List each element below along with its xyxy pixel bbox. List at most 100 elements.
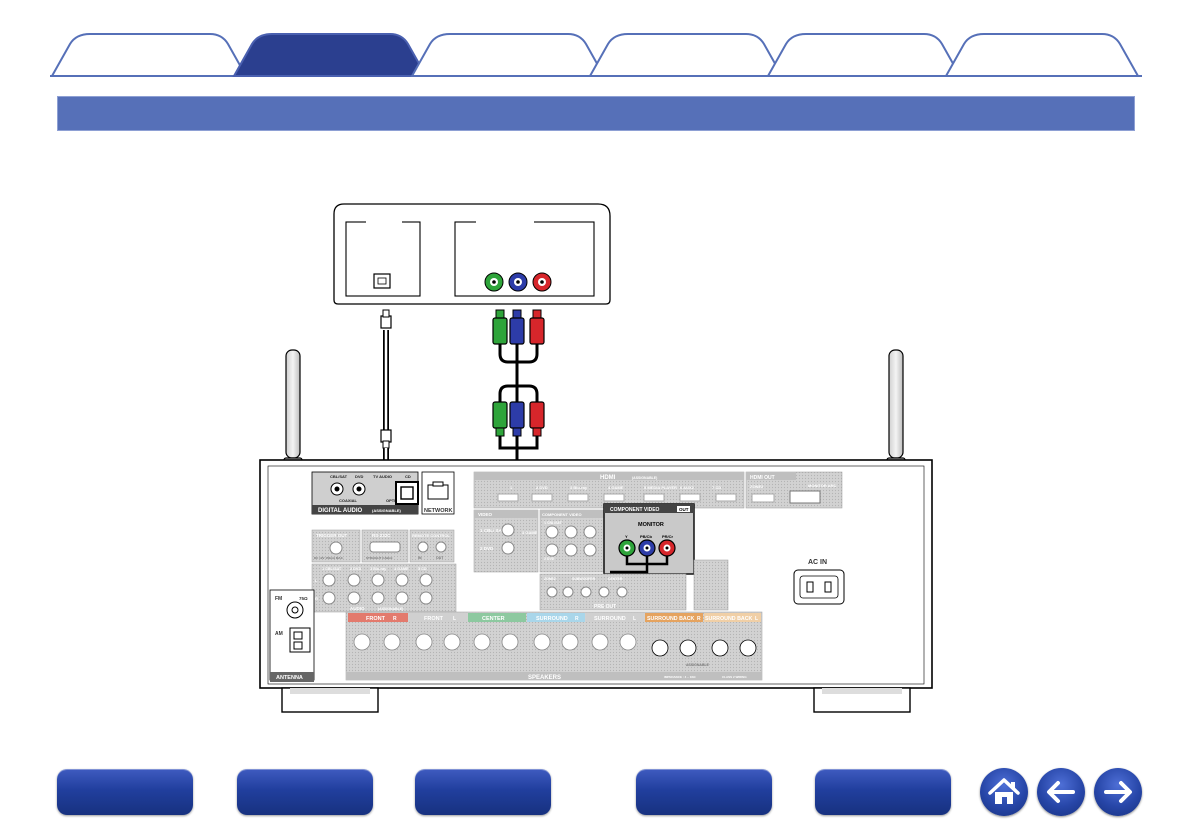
upper-plug-set [492,309,545,345]
hdmi-in-4-label: 4 GAME [608,485,624,490]
component-video-out-panel: COMPONENT VIDEO OUT MONITOR Y PB/Cb PR/C… [603,503,695,575]
speaker-surround-l-side: L [633,616,636,622]
hdmi-in-5-label: 5 MEDIA PLAYER [644,485,677,490]
forward-button[interactable] [1094,768,1142,816]
digital-audio-label: DIGITAL AUDIO [318,508,363,514]
video-input-panel: VIDEO 1 CBL/ SAT 2 DVD 3 GAME [473,509,539,573]
dig-in-tv-label: TV AUDIO [373,474,392,479]
jack-pr-label: PR/Cr [662,534,674,539]
tab-3[interactable] [420,34,596,76]
video-label: VIDEO [478,512,493,517]
hdmi-out-panel: HDMI OUT ZONE2 MONITOR ARC [745,471,843,509]
speakers-class2-label: CLASS 2 WIRING [722,675,747,679]
component-jack-green-icon [484,272,504,292]
hdmi-in-2-label: 2 DVD [536,485,548,490]
tab-2[interactable] [242,34,418,76]
speaker-surround-back-r-label: SURROUND BACK [647,616,695,622]
home-button[interactable] [980,768,1028,816]
tab-1[interactable] [60,34,238,76]
tab-5[interactable] [776,34,952,76]
preout-subwoofer-label: SUBWOOFER [572,577,596,581]
hdmi-in-7-label: 7 CD [712,485,721,490]
tab-bar-graphic [50,33,1142,77]
hdmi-panel: HDMI (ASSIGNABLE) 1 2 DVD 3 Blu-ray 4 GA… [473,471,745,509]
analog-audio-panel: 1 CBL/SAT 2 DVD 3 Blu-ray 4 GAME 5 CD L … [311,563,457,613]
speaker-surround-back-l-label: SURROUND BACK [705,616,753,622]
av-receiver: DIGITAL AUDIO (ASSIGNABLE) CBL/SAT DVD T… [259,459,933,713]
source-device [333,203,611,305]
nav-button-2[interactable] [237,769,373,815]
network-label: NETWORK [424,508,452,514]
jack-pb-label: PB/Cb [640,534,653,539]
component-input-panel: COMPONENT VIDEO 1 CBL/SAT 2 DVD [539,509,605,573]
arrow-right-icon [1104,781,1132,803]
speaker-surround-back-r-side: R [697,616,701,622]
hdmi-in-6-label: 6 AUX2 [680,485,695,490]
speaker-front-l-label: FRONT [424,616,444,622]
audio-row-l-label: L [315,578,318,583]
trigger-sub-label: DC 12V 150mA MAX. [314,556,344,560]
nav-button-1[interactable] [57,769,193,815]
tab-6[interactable] [954,34,1130,76]
nav-button-4[interactable] [636,769,772,815]
control-ports-panel: TRIGGER OUT DC 12V 150mA MAX. RS-232C ST… [311,529,455,563]
connection-diagram-svg: DIGITAL AUDIO (ASSIGNABLE) CBL/SAT DVD T… [259,203,933,713]
nav-button-3[interactable] [415,769,551,815]
audio-in-3-label: 3 Blu-ray [370,567,387,571]
video-in-2-label: 2 DVD [480,546,494,551]
rs232-sub-label: STRAIGHT CABLE [366,556,393,560]
component-jack-blue-icon [508,272,528,292]
fm-label: FM [275,596,282,602]
antenna-panel: ANTENNA FM 75Ω AM [269,589,315,682]
pre-out-panel: ZONE2 SUBWOOFER CENTER PRE OUT [539,559,729,611]
ac-in-label: AC IN [808,559,827,566]
speaker-terminals: SPEAKERS FRONT R FRONT L CENTER SURROUND… [345,611,763,681]
hdmi-label: HDMI [600,475,616,481]
component-in-1-label: 1 CBL/SAT [544,521,563,525]
digital-audio-assignable: (ASSIGNABLE) [372,508,402,513]
video-in-1-label: 1 CBL/ SAT [480,528,504,533]
connection-diagram: DIGITAL AUDIO (ASSIGNABLE) CBL/SAT DVD T… [0,140,1192,740]
coaxial-label: COAXIAL [339,498,358,503]
audio-in-5-label: 5 CD [418,567,427,571]
lower-plug-set [492,401,545,437]
speaker-front-r-side: R [393,616,397,622]
speakers-label: SPEAKERS [528,675,561,681]
preout-label: PRE OUT [594,604,616,610]
hdmi-in-1-label: 1 [510,485,513,490]
tab-4[interactable] [598,34,774,76]
speaker-surround-back-l-side: L [755,616,758,622]
remote-out-label: OUT [436,556,444,560]
hdmi-zone2-label: ZONE2 [750,484,764,489]
nav-button-5[interactable] [815,769,951,815]
dig-in-dvd-label: DVD [355,474,364,479]
preout-center-label: CENTER [608,577,623,581]
component-out-badge: OUT [679,507,689,512]
component-out-label: COMPONENT VIDEO [610,507,660,513]
audio-in-2-label: 2 DVD [350,567,361,571]
tab-bar [0,0,1192,80]
am-label: AM [275,631,283,637]
speaker-surround-r-side: R [575,616,579,622]
speaker-surround-l-label: SURROUND [594,616,626,622]
component-jack-red-icon [532,272,552,292]
hdmi-in-3-label: 3 Blu-ray [570,485,588,490]
jack-y-label: Y [625,534,628,539]
antenna-label: ANTENNA [276,675,303,681]
remote-control-label: REMOTE CONTROL [412,533,451,538]
audio-in-1-label: 1 CBL/SAT [322,567,342,571]
video-in-3-label: 3 GAME [522,530,538,535]
audio-label: AUDIO [350,606,365,611]
component-in-2-label: 2 DVD [544,557,555,561]
preout-zone2-label: ZONE2 [544,577,556,581]
fm-ohm-label: 75Ω [299,596,308,601]
speakers-impedance-label: IMPEDANCE : 4 ~ 16Ω [664,675,696,679]
trigger-out-label: TRIGGER OUT [316,533,348,538]
hdmi-assignable: (ASSIGNABLE) [632,476,657,480]
speaker-surround-r-label: SURROUND [536,616,568,622]
hdmi-monitor-arc-label: MONITOR ARC [808,483,837,488]
dig-in-cd-label: CD [405,474,411,479]
speaker-front-r-label: FRONT [366,616,386,622]
back-button[interactable] [1037,768,1085,816]
network-port: NETWORK [421,471,455,515]
